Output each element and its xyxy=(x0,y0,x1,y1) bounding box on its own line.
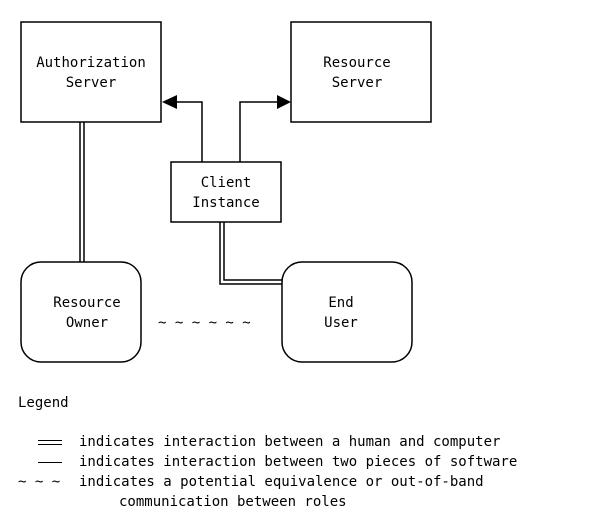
resource-server-node: Resource Server xyxy=(290,21,432,123)
client-rs-connector xyxy=(239,95,291,162)
resource-server-label-2: Server xyxy=(332,75,383,91)
client-instance-label-1: Client xyxy=(201,175,252,191)
end-user-label-1: End xyxy=(328,295,353,311)
client-instance-node: Client Instance xyxy=(170,161,282,223)
client-instance-label-2: Instance xyxy=(192,195,259,211)
resource-owner-label-1: Resource xyxy=(53,295,120,311)
resource-owner-label-2: Owner xyxy=(66,315,108,331)
arrowhead-to-resource-server-icon xyxy=(277,95,291,109)
end-user-node: End User xyxy=(281,261,413,363)
resource-server-label-1: Resource xyxy=(323,55,390,71)
arrowhead-to-authorization-server-icon xyxy=(162,95,177,109)
as-owner-double-connector xyxy=(79,122,85,262)
client-enduser-double-connector xyxy=(219,222,282,285)
authorization-server-label-1: Authorization xyxy=(36,55,146,71)
equivalence-marks: ~ ~ ~ ~ ~ ~ xyxy=(158,315,251,331)
end-user-label-2: User xyxy=(324,315,358,331)
authorization-server-node: Authorization Server xyxy=(20,21,162,123)
authorization-server-label-2: Server xyxy=(66,75,117,91)
client-as-connector xyxy=(162,95,203,162)
resource-owner-node: Resource Owner xyxy=(20,261,142,363)
